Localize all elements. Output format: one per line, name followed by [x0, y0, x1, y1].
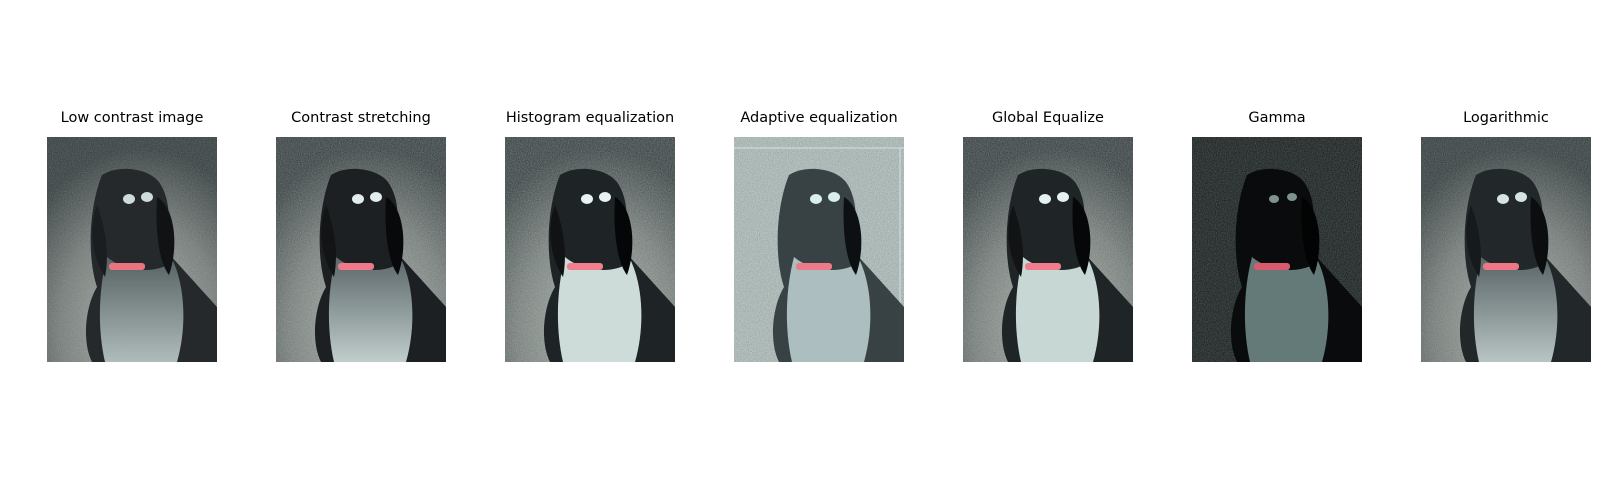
dog-photo-image: [963, 137, 1133, 362]
dog-photo-image: [734, 137, 904, 362]
panel-title: Adaptive equalization: [740, 110, 898, 126]
dog-photo-image: [505, 137, 675, 362]
dog-photo-image: [1192, 137, 1362, 362]
panel-title: Logarithmic: [1463, 110, 1549, 126]
dog-photo-image: [276, 137, 446, 362]
panel-title: Histogram equalization: [505, 110, 675, 126]
panel-title: Low contrast image: [60, 110, 204, 126]
panel-title: Gamma: [1248, 110, 1306, 126]
dog-photo-image: [47, 137, 217, 362]
panel-title: Contrast stretching: [291, 110, 431, 126]
panel-title: Global Equalize: [992, 110, 1104, 126]
dog-photo-image: [1421, 137, 1591, 362]
